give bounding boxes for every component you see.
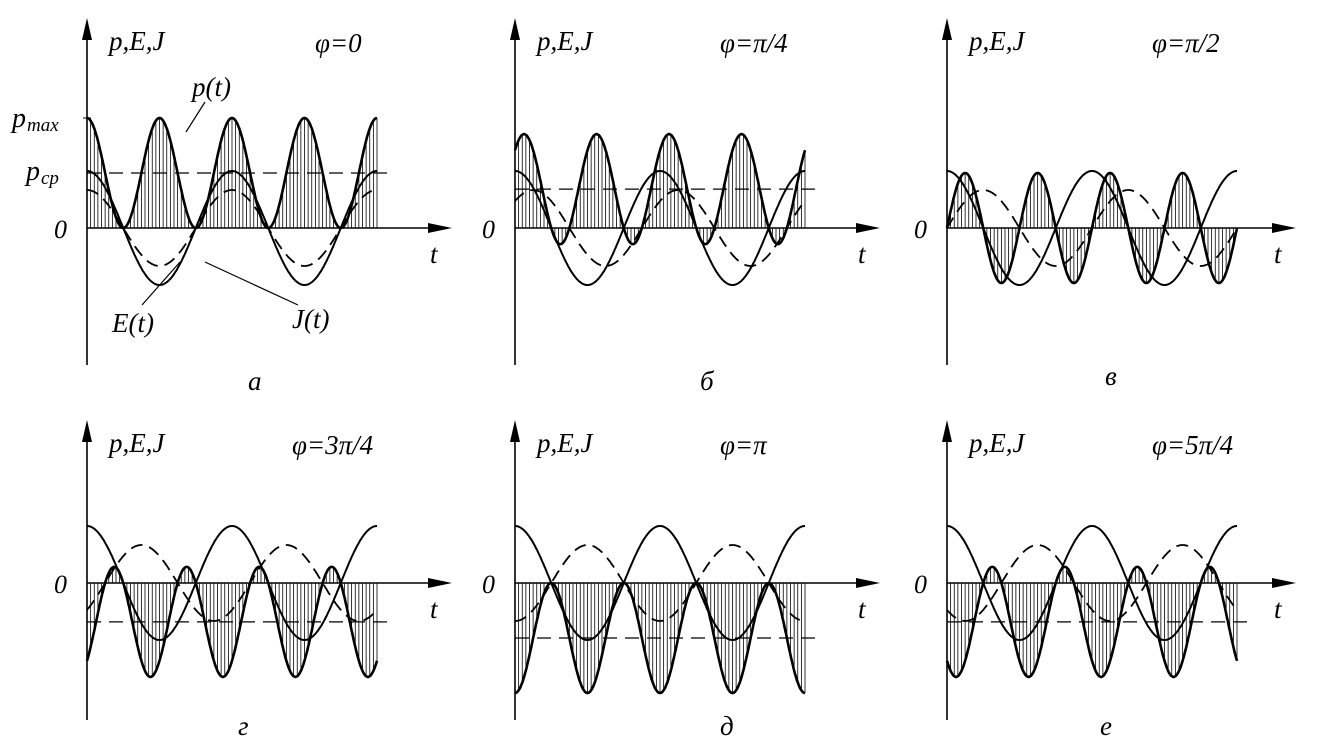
series-E-line: [515, 525, 805, 641]
y-axis-label: p,E,J: [107, 26, 166, 56]
series-E-line: [947, 170, 1237, 286]
x-axis-arrow: [428, 578, 452, 588]
series-J-line: [515, 544, 805, 622]
x-axis-arrow: [856, 578, 880, 588]
panel-b: p,E,J φ=π/4 t 0 б: [482, 18, 880, 396]
annotation-J: J(t): [292, 304, 329, 334]
series-J-line: [514, 189, 806, 267]
x-axis-arrow: [428, 223, 452, 233]
p-hatching: [514, 583, 806, 693]
y-axis-arrow: [942, 420, 952, 442]
series-p-line: [86, 116, 378, 230]
phase-label: φ=5π/4: [1152, 430, 1233, 460]
panel-label: а: [248, 366, 262, 396]
panel-label: г: [238, 711, 249, 741]
phase-label: φ=0: [315, 28, 362, 58]
annotation-p: p(t): [190, 72, 231, 102]
x-axis-arrow: [1272, 578, 1296, 588]
y-axis-label: p,E,J: [107, 428, 166, 458]
panel-label: в: [1105, 361, 1117, 391]
origin-label: 0: [482, 570, 495, 599]
panel-a: p,E,J φ=0 t 0 а pmax pcp p(t) E(t) J(t): [10, 18, 452, 396]
pmax-subscript: max: [27, 115, 59, 136]
origin-label: 0: [914, 215, 927, 244]
phase-label: φ=π: [720, 430, 768, 460]
p-hatching: [86, 118, 378, 228]
origin-label: 0: [914, 570, 927, 599]
origin-label: 0: [54, 570, 67, 599]
series-E-line: [515, 170, 805, 286]
annotation-p-leader: [185, 101, 206, 133]
y-axis-arrow: [510, 420, 520, 442]
x-axis-label: t: [1274, 594, 1283, 624]
annotation-E-leader: [141, 261, 181, 306]
annotation-E: E(t): [111, 308, 154, 338]
origin-label: 0: [54, 215, 67, 244]
y-axis-arrow: [82, 18, 92, 40]
panel-f: p,E,J φ=5π/4 t 0 е: [914, 420, 1296, 741]
series-J-line: [946, 189, 1238, 267]
pcp-label: pcp: [24, 156, 59, 189]
panel-c: p,E,J φ=π/2 t 0 в: [914, 18, 1296, 391]
origin-label: 0: [482, 215, 495, 244]
panel-d: p,E,J φ=3π/4 t 0 г: [54, 420, 452, 741]
x-axis-label: t: [430, 594, 439, 624]
phase-label: φ=3π/4: [292, 430, 373, 460]
panel-label: е: [1100, 711, 1112, 741]
y-axis-label: p,E,J: [535, 428, 594, 458]
x-axis-arrow: [856, 223, 880, 233]
series-p-line: [85, 565, 379, 679]
series-E-line: [947, 525, 1237, 641]
panel-label: д: [720, 711, 734, 741]
annotation-J-leader: [204, 261, 299, 306]
phase-label: φ=π/4: [720, 28, 788, 58]
series-p-line: [945, 565, 1239, 679]
panel-label: б: [700, 366, 715, 396]
pcp-subscript: cp: [41, 168, 59, 189]
x-axis-label: t: [858, 239, 867, 269]
phase-label: φ=π/2: [1152, 28, 1220, 58]
pmax-label: pmax: [10, 103, 59, 136]
series-E-line: [87, 170, 377, 286]
y-axis-label: p,E,J: [535, 26, 594, 56]
series-p-line: [513, 132, 807, 246]
panel-e: p,E,J φ=π t 0 д: [482, 420, 880, 741]
x-axis-label: t: [430, 239, 439, 269]
x-axis-label: t: [858, 594, 867, 624]
y-axis-label: p,E,J: [967, 428, 1026, 458]
series-J-line: [86, 544, 378, 622]
series-E-line: [87, 525, 377, 641]
series-J-line: [87, 189, 377, 267]
x-axis-arrow: [1272, 223, 1296, 233]
y-axis-arrow: [82, 420, 92, 442]
y-axis-label: p,E,J: [967, 26, 1026, 56]
y-axis-arrow: [510, 18, 520, 40]
series-J-line: [946, 544, 1238, 622]
y-axis-arrow: [942, 18, 952, 40]
x-axis-label: t: [1274, 239, 1283, 269]
